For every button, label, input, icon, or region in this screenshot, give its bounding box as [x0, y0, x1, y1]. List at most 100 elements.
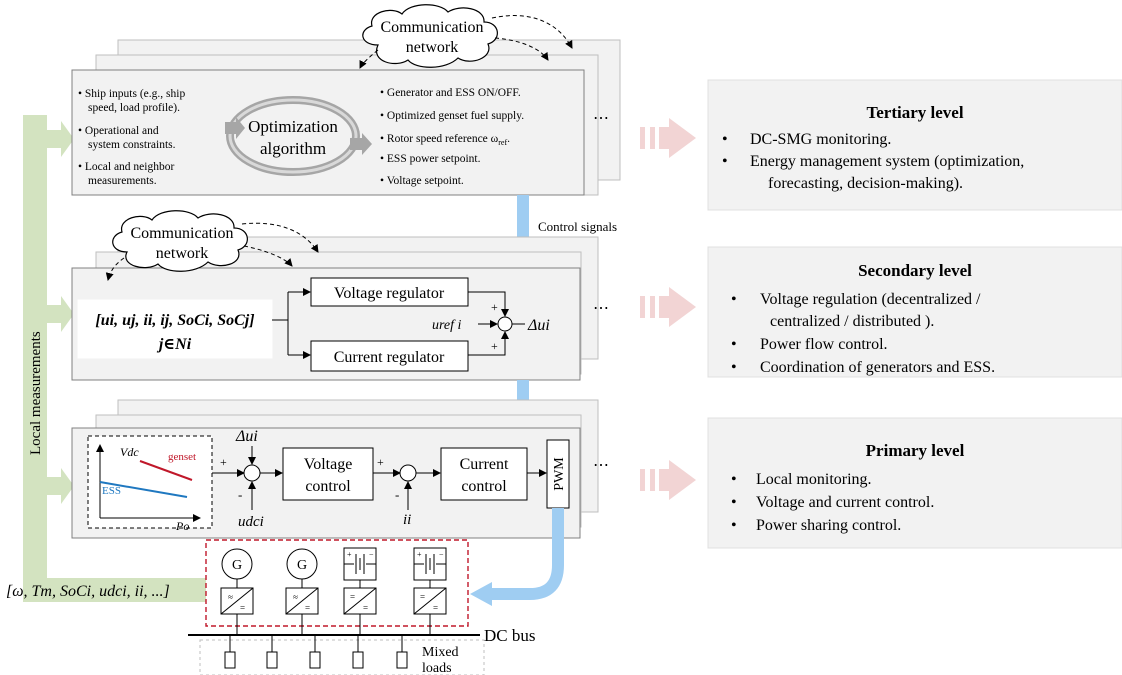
- input-line: • Operational and: [78, 125, 159, 137]
- generator-2-label: G: [297, 558, 307, 573]
- output-line-end: .: [507, 133, 510, 145]
- tertiary-pink-arrow: [640, 118, 696, 158]
- sum-plus-top: +: [491, 300, 498, 314]
- tertiary-item: Energy management system (optimization,: [750, 153, 1024, 170]
- primary-item: Power sharing control.: [756, 517, 901, 534]
- svg-text:=: =: [350, 592, 355, 602]
- input-line: • Ship inputs (e.g., ship: [78, 88, 185, 100]
- generator-1-label: G: [232, 558, 242, 573]
- tertiary-item: DC-SMG monitoring.: [750, 131, 891, 148]
- secondary-item: centralized / distributed ).: [770, 313, 934, 330]
- cloud-top-line1: Communication: [380, 19, 483, 36]
- sum1-plus: +: [220, 455, 227, 469]
- sum-plus-bottom: +: [491, 339, 498, 353]
- bullet: •: [731, 336, 737, 353]
- communication-cloud-top: Communication network: [359, 4, 573, 69]
- bullet: •: [731, 291, 737, 308]
- load-icon: [396, 651, 408, 669]
- droop-v-label: Vdc: [120, 445, 139, 459]
- power-stage: G ≈= G ≈= +− == +− ==: [188, 539, 485, 675]
- secondary-level-box: Secondary level • Voltage regulation (de…: [707, 246, 1122, 378]
- cloud-top-line2: network: [406, 39, 458, 56]
- converter-group-border: [205, 539, 469, 627]
- secondary-title: Secondary level: [858, 261, 972, 280]
- load-icon: [309, 651, 321, 669]
- regulators: Voltage regulator Current regulator + + …: [272, 277, 550, 372]
- bullet: •: [731, 517, 737, 534]
- communication-cloud-mid: Communication network: [105, 210, 319, 281]
- neighbor-set-label: j∈Ni: [156, 336, 192, 353]
- cloud-mid-line2: network: [156, 245, 208, 262]
- output-line: • Optimized genset fuel supply.: [380, 110, 524, 122]
- primary-delta-u: Δui: [235, 428, 258, 445]
- arrow-out-icon: [350, 133, 372, 155]
- tertiary-item: forecasting, decision-making).: [768, 175, 963, 192]
- bullet: •: [731, 494, 737, 511]
- i-i-label: ii: [403, 512, 411, 528]
- output-line-sub: ref: [498, 138, 507, 147]
- dc-bus-label: DC bus: [484, 626, 535, 645]
- secondary-ellipsis: ⋯: [593, 300, 609, 317]
- output-line: • ESS power setpoint.: [380, 153, 481, 165]
- measurement-vector-label: [ω, Tm, SoCi, udci, ii, ...]: [6, 583, 170, 600]
- output-line: • Generator and ESS ON/OFF.: [380, 87, 521, 99]
- svg-text:=: =: [305, 603, 310, 613]
- primary-item: Local monitoring.: [756, 471, 872, 488]
- u-ref-label: uref i: [432, 318, 462, 333]
- primary-pink-arrow: [640, 460, 696, 500]
- optimization-algorithm: Optimization algorithm: [225, 96, 372, 176]
- current-regulator-label: Current regulator: [334, 349, 445, 366]
- droop-p-label: Po: [175, 519, 189, 533]
- local-measurements-label: Local measurements: [28, 331, 44, 455]
- ess-droop-line: [99, 481, 188, 498]
- load-icon: [224, 651, 236, 669]
- svg-text:−: −: [369, 550, 374, 559]
- tertiary-level-box: Tertiary level • DC-SMG monitoring. • En…: [707, 79, 1122, 211]
- sum2-minus: -: [395, 487, 399, 502]
- svg-text:=: =: [433, 603, 438, 613]
- current-control-line1: Current: [460, 456, 509, 473]
- current-control-line2: control: [461, 478, 507, 495]
- sum2-plus: +: [377, 455, 384, 469]
- secondary-item: Voltage regulation (decentralized /: [760, 291, 981, 308]
- local-measurement-path: [23, 115, 206, 602]
- sum1-minus: -: [238, 487, 242, 502]
- algorithm-label-line1: Optimization: [248, 117, 338, 136]
- svg-text:+: +: [417, 550, 422, 559]
- primary-level-box: Primary level • Local monitoring. • Volt…: [707, 417, 1122, 549]
- arrow-in-icon: [225, 117, 245, 139]
- tertiary-title: Tertiary level: [866, 103, 963, 122]
- ess-label: ESS: [102, 485, 121, 497]
- u-dc-label: udci: [238, 514, 264, 530]
- svg-text:=: =: [240, 603, 245, 613]
- output-line-main: • Rotor speed reference ω: [380, 133, 499, 145]
- primary-title: Primary level: [866, 441, 965, 460]
- bullet: •: [731, 359, 737, 376]
- bullet: •: [722, 131, 728, 148]
- secondary-pink-arrow: [640, 287, 696, 327]
- input-line: system constraints.: [88, 139, 176, 151]
- bullet: •: [731, 471, 737, 488]
- voltage-regulator-label: Voltage regulator: [334, 285, 445, 302]
- output-line: • Voltage setpoint.: [380, 175, 464, 187]
- svg-text:=: =: [363, 603, 368, 613]
- genset-label: genset: [168, 451, 196, 463]
- load-icon: [266, 651, 278, 669]
- pwm-label: PWM: [552, 457, 567, 491]
- input-line: • Local and neighbor: [78, 161, 174, 173]
- bullet: •: [722, 153, 728, 170]
- primary-control-chain: + - Δui udci Voltage control + - ii Curr…: [212, 428, 570, 530]
- secondary-item: Power flow control.: [760, 336, 888, 353]
- control-signals-label: Control signals: [538, 219, 617, 234]
- secondary-item: Coordination of generators and ESS.: [760, 359, 995, 376]
- input-line: speed, load profile).: [88, 102, 180, 114]
- svg-text:≈: ≈: [293, 592, 298, 602]
- voltage-control-line2: control: [305, 478, 351, 495]
- primary-ellipsis: ⋯: [593, 457, 609, 474]
- tertiary-inputs: • Ship inputs (e.g., ship speed, load pr…: [78, 88, 185, 187]
- input-line: measurements.: [88, 175, 157, 187]
- mixed-loads-line2: loads: [422, 661, 452, 675]
- cloud-mid-line1: Communication: [130, 225, 233, 242]
- tertiary-outputs: • Generator and ESS ON/OFF. • Optimized …: [380, 87, 524, 187]
